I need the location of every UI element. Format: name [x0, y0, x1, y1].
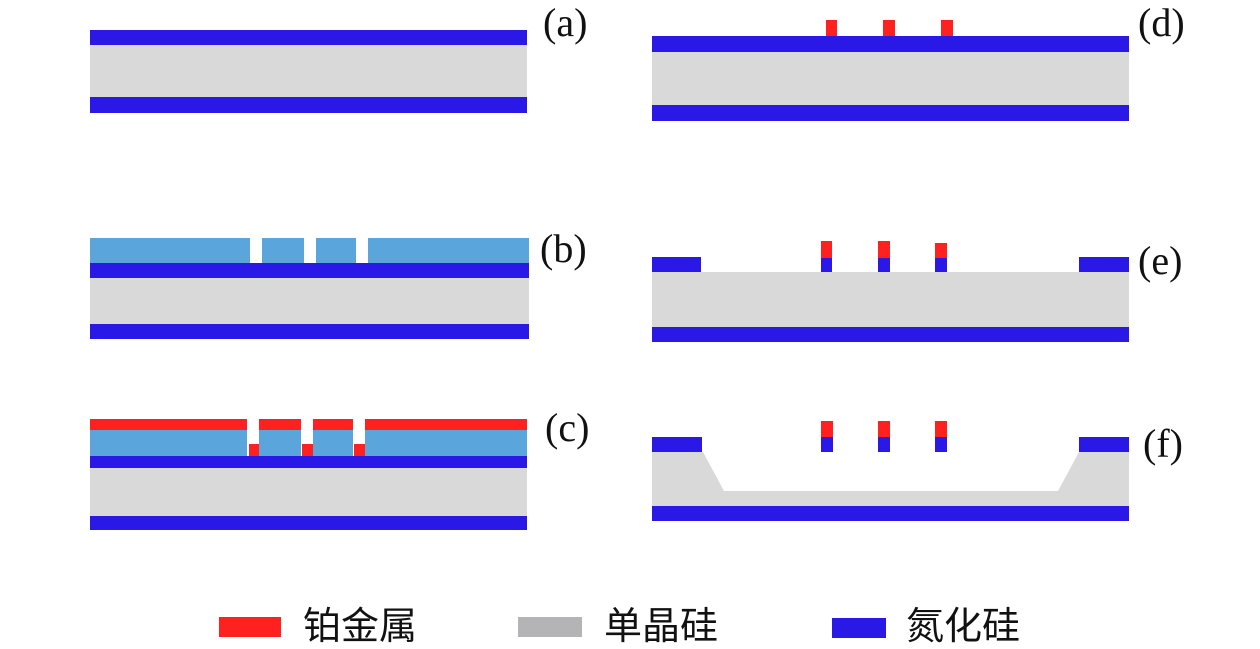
platinum-electrode [821, 241, 832, 258]
panel-label-b: (b) [540, 226, 587, 271]
photoresist-segment [262, 238, 304, 263]
legend-swatch-nitride [832, 618, 886, 638]
legend-label-platinum: 铂金属 [303, 604, 417, 648]
platinum-electrode [935, 421, 947, 437]
suspended-nitride [821, 437, 833, 452]
photoresist-segment [90, 430, 247, 456]
photoresist-segment [259, 430, 301, 456]
panel-label-e: (e) [1138, 238, 1182, 283]
photoresist-segment [90, 238, 250, 263]
platinum-electrode [878, 241, 890, 258]
photoresist-segment [365, 430, 527, 456]
nitride-bottom-layer [652, 327, 1129, 342]
platinum-in-gap [302, 444, 313, 456]
legend-item-silicon: 单晶硅 [518, 604, 718, 648]
platinum-electrode [878, 421, 890, 437]
legend-swatch-silicon [518, 617, 582, 637]
nitride-top-layer [90, 456, 527, 468]
nitride-top-pad-left [652, 437, 702, 452]
legend-item-platinum: 铂金属 [219, 604, 417, 648]
panel-d: (d) [652, 0, 1185, 121]
nitride-support [878, 258, 890, 272]
platinum-electrode [826, 20, 837, 36]
silicon-substrate [652, 272, 1129, 327]
panel-label-d: (d) [1138, 0, 1185, 45]
panel-label-f: (f) [1143, 421, 1183, 466]
nitride-top-pad-right [1079, 257, 1129, 272]
suspended-nitride [935, 437, 947, 452]
platinum-electrode [821, 421, 833, 437]
legend-item-nitride: 氮化硅 [832, 604, 1020, 648]
nitride-top-pad-left [652, 257, 701, 272]
nitride-bottom-layer [90, 97, 527, 113]
platinum-in-gap [354, 444, 365, 456]
panel-e: (e) [652, 238, 1182, 342]
suspended-nitride [878, 437, 890, 452]
platinum-electrode [941, 20, 953, 36]
legend-label-silicon: 单晶硅 [604, 604, 718, 648]
nitride-bottom-layer [90, 516, 527, 530]
platinum-top-segment [365, 419, 527, 430]
nitride-top-layer [90, 263, 529, 278]
nitride-top-pad-right [1079, 437, 1129, 452]
nitride-bottom-layer [652, 105, 1129, 121]
silicon-substrate [90, 278, 529, 324]
platinum-top-segment [313, 419, 353, 430]
panel-c: (c) [90, 405, 589, 530]
silicon-substrate [652, 52, 1129, 105]
silicon-etched-cavity [652, 452, 1129, 506]
panel-label-c: (c) [545, 405, 589, 450]
photoresist-segment [313, 430, 353, 456]
panel-a: (a) [90, 0, 587, 113]
nitride-bottom-layer [652, 506, 1129, 521]
nitride-top-layer [90, 30, 527, 45]
platinum-top-segment [90, 419, 247, 430]
panel-b: (b) [90, 226, 587, 339]
nitride-support [935, 258, 947, 272]
silicon-substrate [90, 468, 527, 516]
platinum-electrode [883, 20, 895, 36]
panel-label-a: (a) [543, 0, 587, 45]
platinum-in-gap [249, 444, 259, 456]
nitride-support [821, 258, 832, 272]
nitride-top-layer [652, 36, 1129, 52]
photoresist-segment [316, 238, 356, 263]
platinum-top-segment [259, 419, 301, 430]
platinum-electrode [935, 243, 947, 258]
silicon-substrate [90, 45, 527, 97]
panel-f: (f) [652, 421, 1183, 521]
nitride-bottom-layer [90, 324, 529, 339]
legend: 铂金属 单晶硅 氮化硅 [219, 604, 1020, 648]
photoresist-segment [368, 238, 529, 263]
legend-swatch-platinum [219, 617, 281, 637]
legend-label-nitride: 氮化硅 [906, 604, 1020, 648]
